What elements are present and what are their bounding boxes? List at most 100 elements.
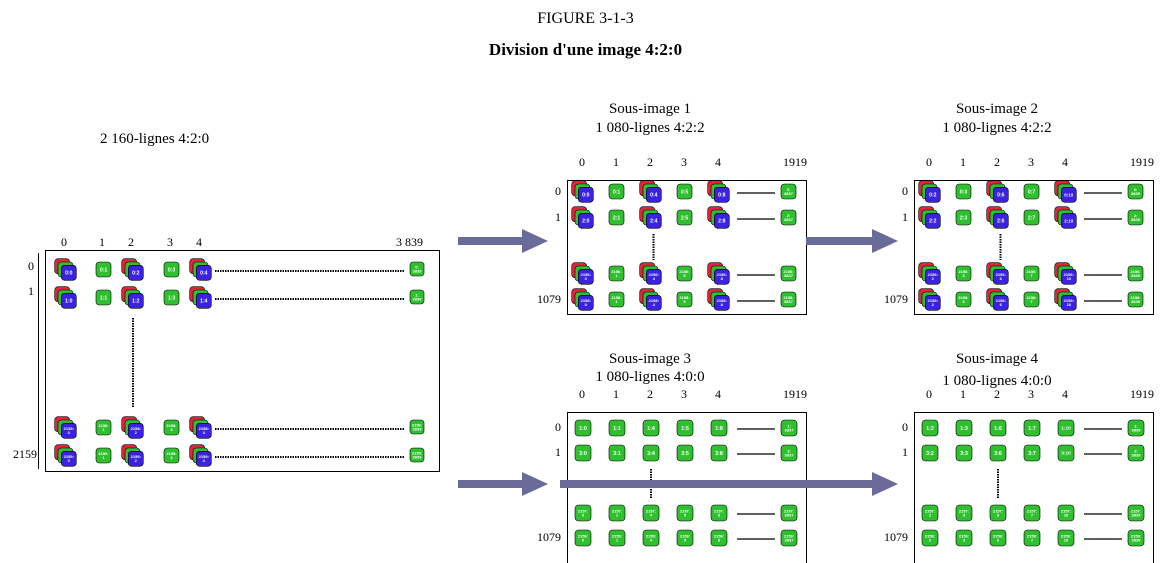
pixel-label: 2158:3 <box>166 423 176 432</box>
green-sample <box>1023 183 1040 200</box>
pixel-label: 3:5 <box>681 451 689 457</box>
pixel-label: 2159:8 <box>714 533 724 542</box>
subimage-col-tick: 4 <box>715 155 721 169</box>
subimage-pixel: 2159:6 <box>989 529 1007 547</box>
subimage-pixel: 2156:7 <box>1023 265 1040 282</box>
blue-sample <box>577 187 594 203</box>
pixel-label: 2:3839 <box>1131 213 1141 222</box>
green-sample <box>1127 444 1145 462</box>
subimage-col-tick: 4 <box>1062 155 1068 169</box>
subimage-pixel: 2158:5 <box>676 291 693 308</box>
blue-sample <box>577 294 594 311</box>
source-pixel: 2159:4 <box>189 444 212 467</box>
subimage-pixel: 2156:6 <box>986 262 1009 285</box>
subimage-pixel: 2159:2 <box>921 529 939 547</box>
subimage-pixel: 3:0 <box>574 444 592 462</box>
blue-sample <box>713 294 730 311</box>
green-sample <box>1057 529 1075 547</box>
pixel-label: 2158:3 <box>958 295 968 304</box>
subimage-row-tick: 1079 <box>884 292 908 306</box>
pixel-label: 2158:0 <box>581 298 591 307</box>
pixel-label: 0:8 <box>718 193 726 199</box>
subimage-pixel: 2158:7 <box>1023 291 1040 308</box>
subimage-col-tick: 1919 <box>783 387 807 401</box>
pixel-label: 2157:8 <box>714 508 724 517</box>
subimage-pixel: 0:4 <box>639 180 662 203</box>
green-sample <box>676 419 694 437</box>
green-sample <box>608 529 626 547</box>
green-sample <box>780 529 798 547</box>
subimage-pixel: 1:8 <box>710 419 728 437</box>
subimage-pixel: 2157:3 <box>955 504 973 522</box>
pixel-label: 1:3 <box>960 426 968 432</box>
blue-sample <box>128 264 144 281</box>
arrow-source-to-subimage-1 <box>458 229 548 253</box>
green-sample <box>1127 183 1144 200</box>
subimage-col-tick: 1919 <box>1130 387 1154 401</box>
subimage-1-title: Sous-image 1 <box>608 101 692 117</box>
subimage-col-tick: 3 <box>1028 387 1034 401</box>
green-sample <box>710 529 728 547</box>
pixel-label: 2156:2 <box>928 272 938 281</box>
pixel-label: 2157:1 <box>612 508 622 517</box>
green-sample <box>1023 291 1040 308</box>
green-sample <box>780 444 798 462</box>
blue-sample <box>713 213 730 229</box>
subimage-pixel: 3:4 <box>642 444 660 462</box>
blue-sample <box>645 294 662 311</box>
subimage-pixel: 2157:8 <box>710 504 728 522</box>
subimage-pixel: 0:8 <box>707 180 730 203</box>
subimage-2-title: Sous-image 2 <box>955 101 1039 117</box>
source-pixel: 0:2 <box>121 258 144 281</box>
subimage-pixel: 1:6 <box>989 419 1007 437</box>
subimage-pixel: 2:1 <box>608 209 625 226</box>
pixel-label: 2159:0 <box>64 454 74 463</box>
pixel-label: 2:3837 <box>784 213 794 222</box>
pixel-label: 2157:0 <box>578 508 588 517</box>
subimage-col-tick: 1919 <box>783 155 807 169</box>
green-sample <box>921 444 939 462</box>
subimage-pixel: 3:6 <box>989 444 1007 462</box>
subimage-4-title: Sous-image 4 <box>955 351 1039 367</box>
blue-sample <box>924 268 941 285</box>
pixel-label: 2159:7 <box>1027 533 1037 542</box>
green-sample <box>780 419 798 437</box>
green-sample <box>642 529 660 547</box>
green-sample <box>642 444 660 462</box>
subimage-col-tick: 1 <box>613 155 619 169</box>
pixel-label: 2156:3837 <box>783 269 793 278</box>
source-col-tick: 1 <box>99 235 105 249</box>
pixel-label: 2:7 <box>1028 215 1036 221</box>
pixel-label: 1:0 <box>579 426 587 432</box>
blue-sample <box>713 268 730 285</box>
subimage-pixel: 3:5 <box>676 444 694 462</box>
subimage-pixel: 2:6 <box>986 206 1009 229</box>
subimage-pixel: 1:7 <box>1023 419 1041 437</box>
green-sample <box>163 419 180 436</box>
source-pixel: 2158:1 <box>95 419 112 436</box>
subimage-col-tick: 4 <box>1062 387 1068 401</box>
subimage-pixel: 2158:2 <box>918 288 941 311</box>
green-sample <box>676 209 693 226</box>
green-sample <box>163 289 180 306</box>
green-sample <box>955 209 972 226</box>
subimage-pixel: 2156:4 <box>639 262 662 285</box>
green-sample <box>95 261 112 278</box>
subimage-pixel: 2157:10 <box>1057 504 1075 522</box>
pixel-label: 0:4 <box>200 271 208 277</box>
subimage-pixel: 0:6 <box>986 180 1009 203</box>
green-sample <box>676 291 693 308</box>
subimage-pixel: 2156:2 <box>918 262 941 285</box>
green-sample <box>1127 265 1144 282</box>
subimage-pixel: 2158:10 <box>1054 288 1077 311</box>
subimage-pixel: 2159:4 <box>642 529 660 547</box>
subimage-pixel: 0:2 <box>918 180 941 203</box>
green-sample <box>780 265 797 282</box>
green-sample <box>1023 529 1041 547</box>
pixel-label: 1:3 <box>168 295 176 301</box>
subimage-col-tick: 2 <box>647 387 653 401</box>
subimage-row-tick: 0 <box>555 184 561 198</box>
pixel-label: 3:0 <box>579 451 587 457</box>
green-sample <box>95 447 112 464</box>
